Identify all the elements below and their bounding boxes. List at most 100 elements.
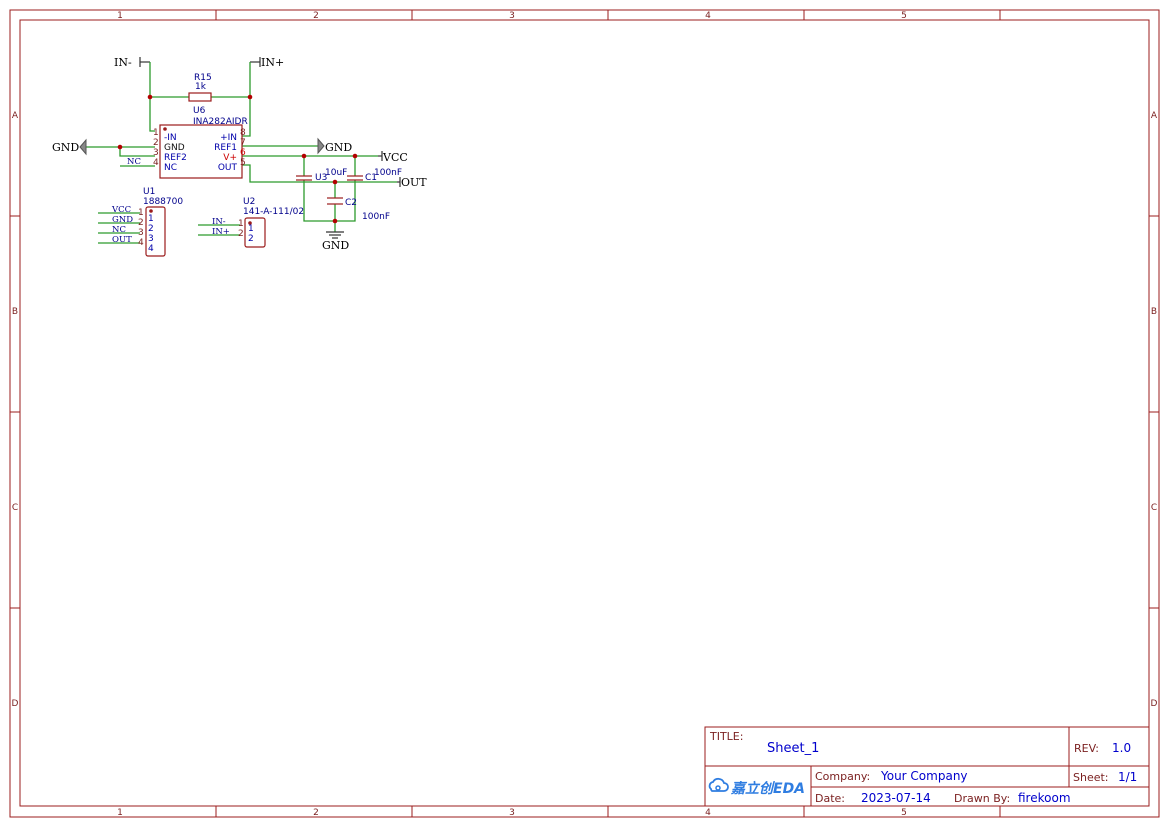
u1-pin-1-name: 1 [148,214,154,224]
gnd-left-icon [79,138,87,156]
u6-pin-1-num: 1 [153,128,159,138]
capacitor-u3 [296,175,312,181]
connector-u2-body [244,217,266,248]
connector-u1-body [145,206,166,257]
resistor-r15 [188,92,212,102]
u6-ref: U6 [193,106,206,116]
u1-pin-1-num: 1 [138,208,144,218]
u6-pin-2-name: GND [164,143,185,153]
sheet-label: Sheet: [1073,771,1109,784]
u2-pin-2-name: 2 [248,234,254,244]
c1-ref: C1 [365,173,377,183]
u6-value: INA282AIDR [193,117,248,127]
net-label-in-plus: IN+ [261,56,284,69]
net-label-vcc: VCC [382,151,408,164]
u6-pin-2-num: 2 [153,138,159,148]
cloud-icon [708,777,729,792]
title-block [704,726,1150,807]
u6-pin-7-name: REF1 [214,143,237,153]
ruler-col-5-bottom: 5 [901,808,907,818]
ic-u6-body [159,124,243,179]
u1-pin-3-name: 3 [148,234,154,244]
company-label: Company: [815,770,870,783]
u6-pin-3-num: 3 [153,148,159,158]
date-value: 2023-07-14 [861,791,931,805]
u3-value: 10uF [325,168,347,178]
sheet-value: 1/1 [1118,770,1137,784]
wires [86,62,397,244]
net-label-gnd-bottom: GND [322,239,349,252]
u2-pin-1-name: 1 [248,224,254,234]
ruler-row-d-right: D [1151,699,1158,709]
u1-pin-2-num: 2 [138,218,144,228]
junctions [117,94,358,224]
u2-pin1-marker [248,221,252,225]
rev-value: 1.0 [1112,741,1131,755]
u1-net-out: OUT [112,235,132,245]
u2-pin-1-num: 1 [238,219,244,229]
ruler-col-3-bottom: 3 [509,808,515,818]
ruler-col-2-bottom: 2 [313,808,319,818]
ruler-row-a-left: A [12,111,19,121]
u6-pin-8-name: +IN [220,133,237,143]
u1-pin-2-name: 2 [148,224,154,234]
ruler-col-1-top: 1 [117,11,123,21]
sheet-outer-border [9,9,1160,818]
u6-pin-6-num: 6 [240,148,246,158]
company-value: Your Company [880,769,968,783]
date-label: Date: [815,792,845,805]
ruler-row-b-left: B [12,307,18,317]
net-label-out: OUT [401,176,427,189]
drawn-by-value: firekoom [1018,791,1071,805]
rev-label: REV: [1074,742,1099,755]
u2-pin-2-num: 2 [238,229,244,239]
u6-nc-net-label: NC [127,157,141,167]
u1-value: 1888700 [143,197,183,207]
title-label: TITLE: [709,730,743,743]
ruler-col-4-bottom: 4 [705,808,711,818]
u1-ref: U1 [143,187,155,197]
net-label-in-minus: IN- [114,56,132,69]
u2-net-in-minus: IN- [212,217,226,227]
ruler-col-2-top: 2 [313,11,319,21]
u1-pin-3-num: 3 [138,228,144,238]
title-value: Sheet_1 [767,741,819,756]
capacitor-c2 [327,197,343,205]
u1-pin-4-num: 4 [138,238,144,248]
u6-pin-4-num: 4 [153,158,159,168]
u6-pin-5-name: OUT [218,163,238,173]
ruler-row-c-left: C [12,503,18,513]
logo-text: 嘉立创EDA [730,780,805,797]
u6-pin-7-num: 7 [240,138,246,148]
ruler-ticks [10,10,1159,817]
u6-pin-4-name: NC [164,163,177,173]
ruler-row-b-right: B [1151,307,1157,317]
c2-value: 100nF [362,212,390,222]
ruler-col-5-top: 5 [901,11,907,21]
r15-ref: R15 [194,73,212,83]
gnd-bottom-icon [326,231,344,239]
ruler-row-d-left: D [12,699,19,709]
out-flag-icon [397,177,401,187]
u1-pin-4-name: 4 [148,244,154,254]
u6-pin-6-name: V+ [223,153,237,163]
net-flag-in-minus [139,57,150,67]
gnd-right-icon [317,137,325,155]
u3-ref: U3 [315,173,327,183]
ruler-col-1-bottom: 1 [117,808,123,818]
r15-value: 1k [195,82,207,92]
ruler-row-a-right: A [1151,111,1158,121]
u6-pin-8-num: 8 [240,128,246,138]
u2-ref: U2 [243,197,255,207]
ruler-row-c-right: C [1151,503,1157,513]
u2-net-in-plus: IN+ [212,227,230,237]
u6-pin1-marker [163,127,167,131]
c2-ref: C2 [345,198,357,208]
u6-pin-3-name: REF2 [164,153,187,163]
net-flag-in-plus [250,57,261,67]
sheet-inner-border [19,19,1150,807]
u1-net-gnd: GND [112,215,133,225]
u6-pin-1-name: -IN [164,133,177,143]
u2-value: 141-A-111/02 [243,207,304,217]
